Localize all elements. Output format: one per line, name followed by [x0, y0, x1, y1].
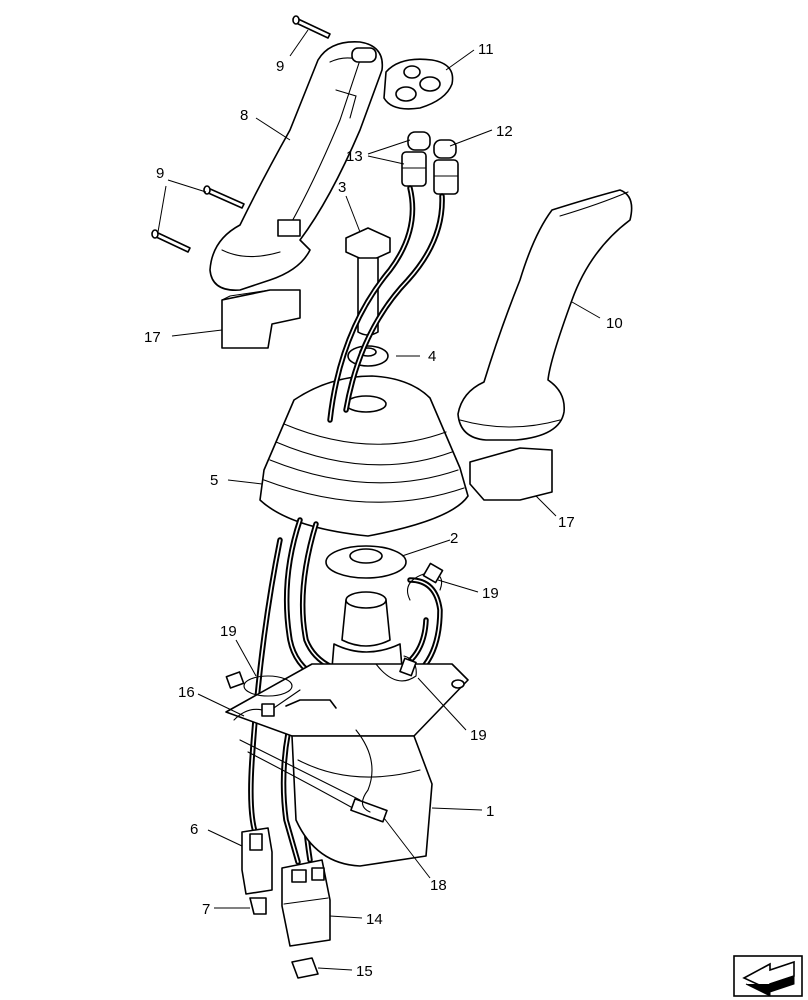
callout-labels: 9 11 8 12 13 9 3 10 17 4 5 17 2 19 19 16… — [144, 41, 623, 980]
pin-lower — [151, 229, 191, 253]
callout-10: 10 — [606, 315, 623, 332]
callout-18: 18 — [430, 877, 447, 894]
connector-female — [281, 859, 331, 947]
cover-block-upper — [221, 289, 301, 349]
callout-6: 6 — [190, 821, 198, 838]
callout-5: 5 — [210, 472, 218, 489]
callout-3: 3 — [338, 179, 346, 196]
pin-top — [292, 15, 331, 39]
terminal-pin — [249, 897, 267, 915]
washer — [325, 545, 407, 579]
connector-lock — [291, 957, 319, 979]
callout-14: 14 — [366, 911, 383, 928]
callout-4: 4 — [428, 348, 436, 365]
callout-19-right: 19 — [482, 585, 499, 602]
handle-half-right — [457, 189, 633, 441]
callout-17-upper: 17 — [144, 329, 161, 346]
callout-15: 15 — [356, 963, 373, 980]
cable-tie-left — [225, 671, 293, 697]
seal-plate — [383, 58, 454, 110]
callout-8: 8 — [240, 107, 248, 124]
callout-19-left: 19 — [220, 623, 237, 640]
strap-tie — [350, 729, 388, 823]
callout-13: 13 — [346, 148, 363, 165]
callout-1: 1 — [486, 803, 494, 820]
callout-7: 7 — [202, 901, 210, 918]
callout-16: 16 — [178, 684, 195, 701]
cable-tie-lower — [375, 655, 417, 682]
leader-lines — [157, 29, 601, 971]
handle-half-left — [209, 41, 384, 291]
callout-12: 12 — [496, 123, 513, 140]
push-buttons — [401, 131, 459, 195]
pin-mid — [203, 185, 245, 209]
next-page-arrow-icon[interactable] — [733, 955, 803, 997]
callout-2: 2 — [450, 530, 458, 547]
connector-male — [241, 827, 273, 895]
rubber-boot — [259, 375, 469, 537]
nut — [347, 345, 389, 367]
retaining-clip — [233, 689, 361, 813]
cover-block-lower — [469, 447, 553, 501]
cable-tie-right — [406, 562, 444, 601]
callout-9-top: 9 — [276, 58, 284, 75]
callout-9-left: 9 — [156, 165, 164, 182]
callout-17-lower: 17 — [558, 514, 575, 531]
callout-19-lower: 19 — [470, 727, 487, 744]
callout-11: 11 — [478, 41, 494, 58]
